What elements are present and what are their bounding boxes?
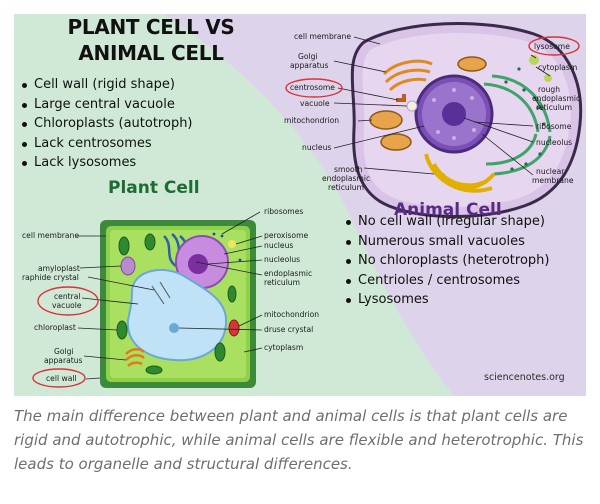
animal-vacuole <box>406 100 418 112</box>
title-line-2: ANIMAL CELL <box>78 41 224 65</box>
label-plant-chloroplast: chloroplast <box>34 323 76 332</box>
plant-druse-crystal <box>169 323 179 333</box>
label-animal-nuclear-membrane-2: membrane <box>532 176 574 185</box>
label-animal-smooth-er-3: reticulum <box>328 183 364 192</box>
plant-mitochondrion <box>228 319 240 337</box>
plant-chloroplasts <box>116 233 237 375</box>
label-animal-nucleolus: nucleolus <box>536 138 572 147</box>
label-plant-central-vacuole-1: central <box>54 292 81 301</box>
animal-bullet-list: No cell wall (irregular shape) Numerous … <box>344 212 549 310</box>
animal-ribosomes <box>504 67 546 171</box>
cell-wall-highlight <box>32 368 86 388</box>
plant-central-vacuole <box>126 268 228 362</box>
label-plant-peroxisome: peroxisome <box>264 231 308 240</box>
label-animal-golgi-1: Golgi <box>298 52 318 61</box>
page-title: PLANT CELL VS ANIMAL CELL <box>46 14 256 66</box>
label-plant-golgi-2: apparatus <box>44 356 83 365</box>
animal-rough-er <box>483 74 552 176</box>
plant-bullet: Large central vacuole <box>20 95 193 115</box>
label-animal-ribosome: ribosome <box>536 122 572 131</box>
centrosome-highlight <box>285 78 343 98</box>
label-animal-cytoplasm: cytoplasm <box>538 63 577 72</box>
animal-bullet: No chloroplasts (heterotroph) <box>344 251 549 271</box>
diagram-svg: cell membrane Golgi apparatus centrosome… <box>14 14 586 396</box>
animal-cell-heading: Animal Cell <box>394 200 502 220</box>
label-plant-central-vacuole-2: vacuole <box>52 301 82 310</box>
plant-bullet-list: Cell wall (rigid shape) Large central va… <box>20 75 193 173</box>
plant-nucleolus <box>188 254 208 274</box>
animal-bullet: Centrioles / centrosomes <box>344 271 549 291</box>
animal-centrosome <box>396 98 404 102</box>
label-animal-cell-membrane: cell membrane <box>294 32 351 41</box>
plant-peroxisome <box>228 240 236 248</box>
plant-bullet: Lack centrosomes <box>20 134 193 154</box>
animal-lysosome-2 <box>544 74 552 82</box>
label-animal-centrosome: centrosome <box>290 83 335 92</box>
label-plant-golgi-1: Golgi <box>54 347 74 356</box>
label-animal-smooth-er-1: smooth <box>334 165 363 174</box>
label-animal-rough-er-3: reticulum <box>536 103 572 112</box>
label-animal-golgi-2: apparatus <box>290 61 329 70</box>
plant-bullet: Lack lysosomes <box>20 153 193 173</box>
label-animal-vacuole: vacuole <box>300 99 330 108</box>
animal-bullet: No cell wall (irregular shape) <box>344 212 549 232</box>
animal-smooth-er <box>424 153 496 193</box>
label-plant-cell-membrane: cell membrane <box>22 231 79 240</box>
label-plant-er-1: endoplasmic <box>264 269 312 278</box>
label-animal-rough-er-1: rough <box>538 85 560 94</box>
central-vacuole-highlight <box>37 286 99 316</box>
plant-bullet: Cell wall (rigid shape) <box>20 75 193 95</box>
title-line-1: PLANT CELL VS <box>67 15 235 39</box>
source-credit: sciencenotes.org <box>484 372 565 383</box>
lysosome-highlight <box>528 36 580 56</box>
animal-mitochondrion <box>369 110 403 130</box>
animal-cell-illustration <box>350 22 583 218</box>
label-animal-lysosome: lysosome <box>534 42 570 51</box>
animal-lysosome <box>529 55 539 65</box>
label-plant-raphide-crystal: raphide crystal <box>22 273 79 282</box>
label-animal-nucleus: nucleus <box>302 143 331 152</box>
plant-cell-illustration <box>100 220 256 388</box>
plant-raphide-crystal <box>151 281 171 305</box>
label-plant-mitochondrion: mitochondrion <box>264 310 319 319</box>
animal-bullet: Lysosomes <box>344 290 549 310</box>
animal-bullet: Numerous small vacuoles <box>344 232 549 252</box>
animal-nucleolus <box>442 102 466 126</box>
plant-leader-lines <box>76 211 263 380</box>
plant-bullet: Chloroplasts (autotroph) <box>20 114 193 134</box>
animal-mitochondrion-2 <box>380 133 412 151</box>
label-plant-nucleolus: nucleolus <box>264 255 300 264</box>
label-plant-cytoplasm: cytoplasm <box>264 343 303 352</box>
label-plant-cell-wall: cell wall <box>46 374 77 383</box>
label-animal-mitochondrion: mitochondrion <box>284 116 339 125</box>
label-animal-rough-er-2: endoplasmic <box>532 94 580 103</box>
label-plant-er-2: reticulum <box>264 278 300 287</box>
animal-leader-lines <box>333 36 551 176</box>
label-plant-ribosomes: ribosomes <box>264 207 303 216</box>
plant-ribosomes <box>212 232 242 262</box>
plant-golgi <box>125 348 145 367</box>
animal-golgi <box>382 59 433 92</box>
diagram-figure: cell membrane Golgi apparatus centrosome… <box>14 14 586 396</box>
plant-cell-heading: Plant Cell <box>108 178 200 198</box>
figure-caption: The main difference between plant and an… <box>14 407 584 473</box>
animal-mitochondrion-3 <box>457 56 487 72</box>
label-plant-amyloplast: amyloplast <box>38 264 80 273</box>
label-animal-smooth-er-2: endoplasmic <box>322 174 370 183</box>
label-plant-druse-crystal: druse crystal <box>264 325 313 334</box>
label-plant-nucleus: nucleus <box>264 241 293 250</box>
animal-chromatin <box>432 88 476 140</box>
plant-amyloplast <box>120 256 136 276</box>
label-animal-nuclear-membrane-1: nuclear <box>536 167 565 176</box>
